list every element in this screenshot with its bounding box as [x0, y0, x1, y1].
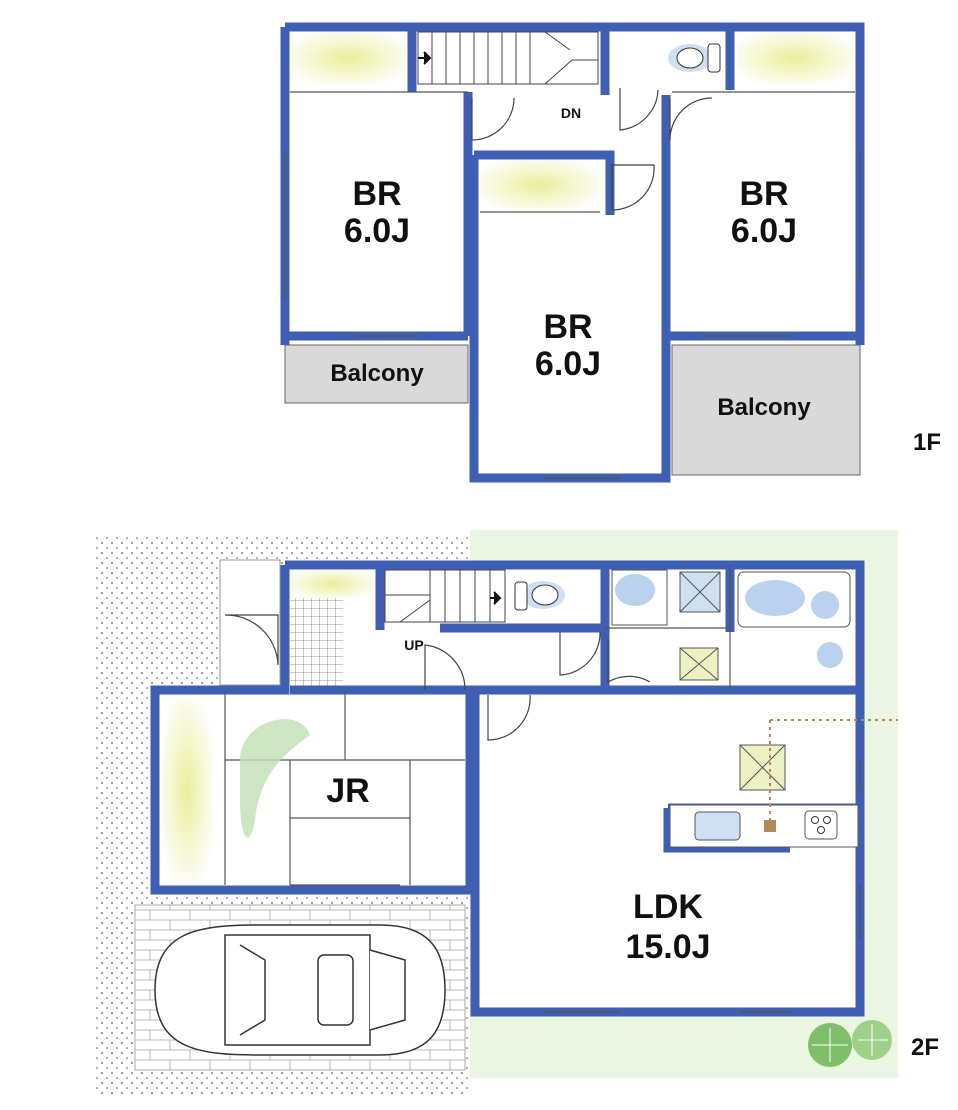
lower-floor-plan: JR LDK 15.0J UP 2F	[95, 530, 939, 1095]
br-center-name: BR	[543, 308, 592, 346]
car-icon	[154, 924, 446, 1056]
floor-label-lower: 2F	[911, 1034, 939, 1061]
washbasin-icon	[611, 569, 668, 626]
toilet-icon	[514, 581, 565, 611]
lower-doors	[224, 614, 651, 741]
balcony-left-label: Balcony	[330, 360, 424, 387]
balcony-left	[284, 344, 469, 404]
toilet-icon	[612, 32, 722, 84]
stair-down	[417, 31, 599, 85]
br-right-size: 6.0J	[731, 212, 797, 250]
jr-closet	[162, 700, 212, 880]
stair-arrow-icon	[418, 51, 432, 65]
plant-decoration	[240, 719, 310, 838]
floor-label-upper: 1F	[913, 429, 941, 456]
closet-center	[480, 160, 598, 210]
balcony-right	[671, 344, 861, 476]
genkan-floor	[290, 598, 343, 686]
ldk-size: 15.0J	[625, 928, 710, 966]
lower-walls	[150, 560, 865, 1017]
jr-name: JR	[326, 772, 369, 810]
entrance-porch	[219, 559, 281, 686]
upper-doors	[471, 88, 713, 211]
br-left-name: BR	[352, 175, 401, 213]
stove-icon	[804, 810, 838, 840]
stair-up	[384, 569, 506, 623]
br-right-name: BR	[739, 175, 788, 213]
ldk-name: LDK	[633, 888, 703, 926]
closet-top-right	[737, 32, 852, 84]
upper-thin-lines	[284, 91, 861, 479]
dotted-line	[769, 719, 898, 820]
stair-up-label: UP	[404, 637, 423, 653]
tree-icon	[808, 1020, 892, 1067]
shoe-closet	[290, 570, 375, 598]
upper-floor-plan: BR 6.0J BR 6.0J BR 6.0J Balcony Balcony …	[280, 22, 941, 483]
lower-thin-lines	[224, 565, 861, 1013]
br-left-size: 6.0J	[344, 212, 410, 250]
bathtub-icon	[737, 571, 851, 668]
balcony-right-label: Balcony	[717, 394, 811, 421]
stair-arrow-icon	[490, 591, 502, 605]
stair-dn-label: DN	[561, 105, 581, 121]
closet-top-left	[290, 32, 406, 84]
br-center-size: 6.0J	[535, 345, 601, 383]
